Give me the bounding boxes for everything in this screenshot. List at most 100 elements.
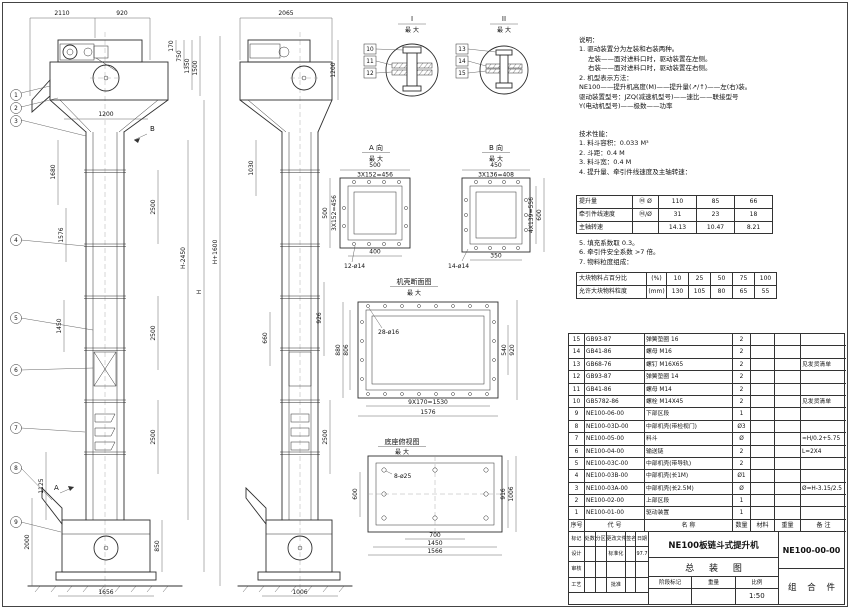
bom-row: 7 NE100-05-00 料斗 Ø ≈H/0.2+5.75 [569, 433, 846, 446]
bom-cell-no: 14 [569, 346, 585, 359]
bom-cell-note [801, 421, 846, 434]
title-block: 标记 处数 分区 更改文件号 签名 日期 设计 标准化 97.7 审核 [568, 531, 845, 605]
bom-cell-name: 中部机壳(长2.5M) [645, 482, 733, 496]
bom-cell-material [751, 482, 775, 496]
tech-line: 5. 填充系数取 0.3。 [579, 239, 639, 247]
bom-cell-no: 11 [569, 383, 585, 396]
bom-cell-weight [775, 408, 801, 421]
balloon-number: 12 [366, 71, 374, 77]
title-block-row: 审核 [569, 562, 648, 578]
front-view-balloons: 1 2 3 4 5 6 7 8 9 [10, 85, 94, 533]
bom-row: 15 GB93-87 弹簧垫圈 16 2 [569, 334, 846, 347]
notes-title: 说明： [579, 36, 599, 44]
title-block-strip: 阶段标记 重量 比例 1:50 [649, 577, 778, 604]
bom-cell-note [801, 458, 846, 471]
balloon-number: 2 [14, 106, 18, 112]
front-view-dimensions: 2110 920 170 750 1350 1500 1200 1680 157… [24, 10, 221, 597]
bom-cell-code: GB41-86 [585, 346, 645, 359]
dim-label: 2500 [150, 325, 157, 340]
title-block-row: 工艺 批准 [569, 577, 648, 593]
bom-cell-note [801, 346, 846, 359]
note-line: NE100——提升机高度(M)——提升量(↗/↑)——左(右)装。 [579, 83, 752, 92]
note-line: 1. 驱动装置分为左装和右装两种。 [579, 45, 679, 54]
dim-label: 920 [116, 10, 128, 17]
bom-row: 9 NE100-06-00 下部区段 1 [569, 408, 846, 421]
bom-cell-name: 螺母 M16 [645, 346, 733, 359]
title-block-cell [636, 578, 648, 592]
bom-cell-code: GB5782-86 [585, 395, 645, 409]
bom-cell-qty: 1 [733, 408, 751, 421]
bom-cell-qty: 1 [733, 495, 751, 508]
bom-cell-qty: 2 [733, 457, 751, 471]
dim-label: 1006 [292, 589, 307, 596]
bom-cell-material [751, 433, 775, 446]
balloon-number: 15 [458, 71, 466, 77]
drawing-area: 2110 920 170 750 1350 1500 1200 1680 157… [10, 10, 545, 597]
title-block-date-cell: 97.7 [636, 551, 648, 558]
bom-cell-material [751, 445, 775, 458]
notes-block: 说明： 1. 驱动装置分为左装和右装两种。 左装——面对进料口时，驱动装置在左侧… [579, 36, 845, 111]
bom-cell-code: NE100-03D-00 [585, 420, 645, 434]
bom-cell-no: 4 [569, 470, 585, 483]
drawing-title: 总 装 图 [649, 558, 778, 577]
bom-cell-no: 15 [569, 334, 585, 347]
dim-label: 880 [335, 344, 342, 356]
bom-cell-code: NE100-03B-00 [585, 470, 645, 483]
view-arrow-a-label: A [54, 484, 59, 492]
bom-cell-name: 输送链 [645, 445, 733, 458]
title-block-cell [636, 562, 648, 576]
title-block-cell: 签名 [626, 532, 637, 547]
balloon-number: 8 [14, 466, 18, 472]
bom-cell-qty: 2 [733, 358, 751, 372]
balloon-number: 5 [14, 316, 18, 322]
dim-label: 2110 [54, 10, 69, 17]
bom-cell-code: NE100-04-00 [585, 445, 645, 458]
bom-cell-no: 6 [569, 445, 585, 458]
balloon-number: 10 [366, 47, 374, 53]
tech-line: 3. 料斗宽：0.4 M [579, 158, 632, 167]
detail-scale-label: 最 大 [395, 448, 409, 456]
size-value: 25 [689, 273, 711, 286]
bom-cell-weight [775, 383, 801, 396]
bom-cell-note [801, 334, 846, 347]
bom-row: 10 GB5782-86 螺栓 M14X45 2 见发货清单 [569, 395, 846, 409]
bom-cell-material [751, 371, 775, 384]
balloon-number: 14 [458, 59, 466, 65]
bom-cell-weight [775, 346, 801, 359]
bom-row: 14 GB41-86 螺母 M16 2 [569, 346, 846, 359]
bom-cell-no: 2 [569, 495, 585, 508]
title-block-cell: 批准 [607, 577, 627, 592]
dim-label: 14-ø14 [448, 263, 469, 270]
bom-cell-note [801, 384, 846, 396]
detail-i-label: I [411, 15, 413, 23]
balloon-number: 13 [458, 47, 466, 53]
title-block-cell: 更改文件号 [607, 532, 627, 547]
title-block-cell [626, 577, 637, 592]
perf-unit: Ⓜ/Ø [633, 208, 659, 222]
bom-cell-name: 驱动装置 [645, 507, 733, 520]
stage-cell: 阶段标记 [649, 577, 693, 604]
balloon-number: 4 [14, 238, 18, 244]
bom-cell-material [751, 420, 775, 434]
bom-cell-material [751, 395, 775, 409]
base-plan-view: 底座俯视图 最 大 8-ø25 700 1450 1566 600 916 10… [352, 437, 517, 556]
bom-cell-no: 1 [569, 507, 585, 520]
title-block-cell [596, 562, 607, 577]
title-block-cell: 审核 [569, 562, 585, 577]
bom-cell-note: L=2X4 [801, 446, 846, 458]
dim-label: 2500 [150, 429, 157, 444]
bom-cell-name: 螺母 M14 [645, 383, 733, 396]
weight-cell: 重量 [692, 577, 736, 604]
bom-row: 5 NE100-03C-00 中部机壳(带导轨) 2 [569, 457, 846, 471]
size-value: 50 [711, 273, 733, 286]
bom-cell-weight [775, 482, 801, 496]
dim-label: 540 [501, 344, 508, 356]
balloon-number: 6 [14, 368, 18, 374]
bom-cell-code: NE100-02-00 [585, 495, 645, 508]
bom-cell-weight [775, 420, 801, 434]
bom-cell-weight [775, 457, 801, 471]
dim-label: 1500 [192, 60, 199, 75]
dim-label: 12-ø14 [344, 263, 365, 270]
scale-cell: 比例 1:50 [735, 577, 778, 604]
